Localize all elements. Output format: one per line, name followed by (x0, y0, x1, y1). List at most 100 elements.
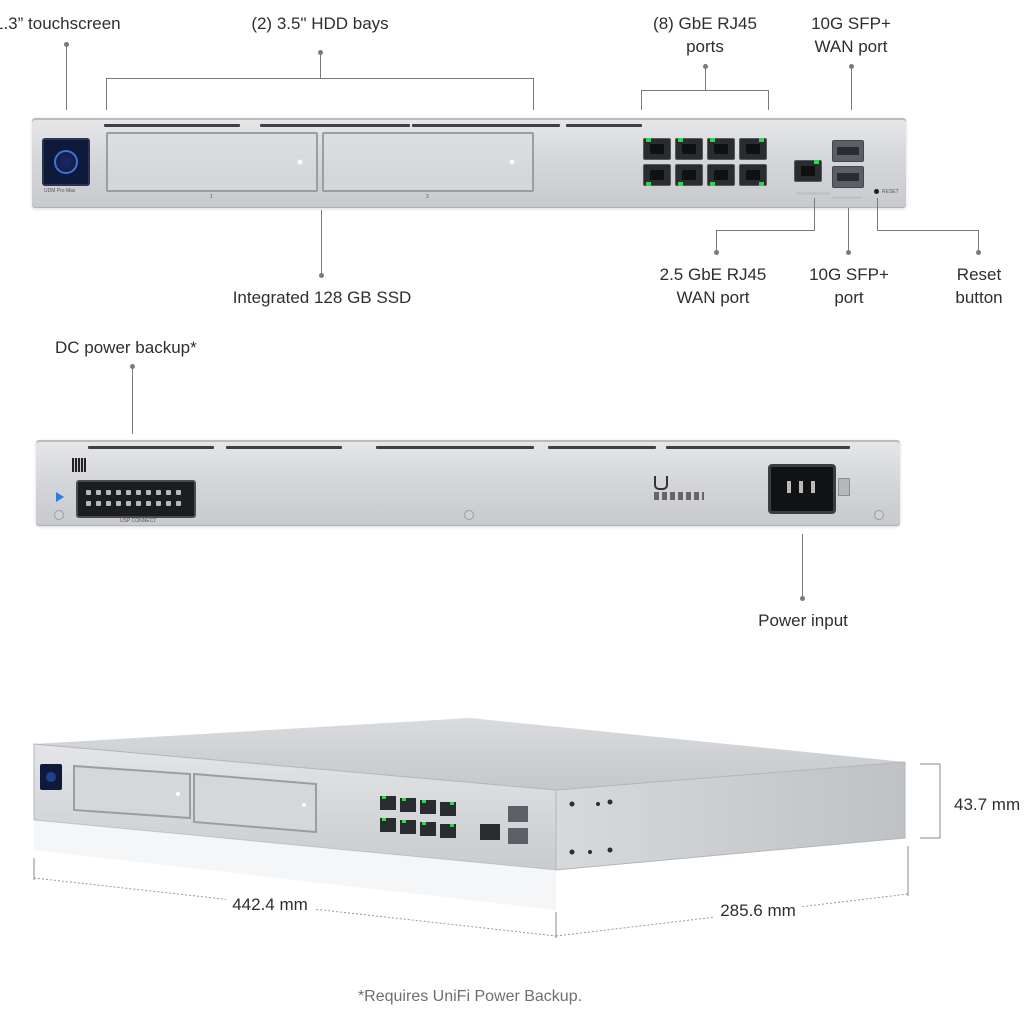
power-input-leader-dot (800, 596, 805, 601)
vent-slot (566, 124, 642, 127)
reset-label-line2: button (955, 288, 1003, 307)
sfp-port-leader-dot (846, 250, 851, 255)
socket-pin (811, 481, 815, 493)
reset-callout-label: Reset button (955, 263, 1002, 309)
gbe-ports-bracket-right (768, 90, 769, 110)
screw-icon (54, 510, 64, 520)
wan25-label: 2.5 GbE RJ45 WAN port (660, 263, 767, 309)
hdd-bays-leader (320, 52, 321, 78)
gbe-ports-label-line1: (8) GbE RJ45 (653, 14, 757, 33)
gbe-port-5[interactable] (707, 138, 735, 160)
sfp-wan-label-line2: WAN port (814, 37, 888, 56)
qr-code-icon (72, 458, 86, 472)
dc-power-connector[interactable] (76, 480, 196, 518)
wan25-leader-vert (814, 198, 815, 231)
vent-slot (104, 124, 240, 127)
wan-25gbe-port[interactable] (794, 160, 822, 182)
ssd-leader-dot (319, 273, 324, 278)
socket-pin (787, 481, 791, 493)
hdd-bays-bracket-left (106, 78, 107, 110)
hdd-bay-number: 2 (426, 194, 429, 200)
hdd-bays-bracket-right (533, 78, 534, 110)
gbe-port-2[interactable] (643, 164, 671, 186)
gbe-ports-leader (705, 66, 706, 90)
hdd-bay-led (510, 160, 514, 164)
sfp-port-label-line1: 10G SFP+ (809, 265, 889, 284)
sfp-wan-label-line1: 10G SFP+ (811, 14, 891, 33)
power-input-label: Power input (758, 611, 848, 630)
dc-power-label: DC power backup* (55, 338, 197, 357)
dc-power-leader (132, 366, 133, 434)
reset-leader-drop (978, 230, 979, 252)
gbe-port-7[interactable] (739, 138, 767, 160)
gbe-ports-bracket (641, 90, 769, 91)
reset-label: RESET (882, 189, 899, 195)
touchscreen-leader-dot (64, 42, 69, 47)
vent-slot (88, 446, 214, 449)
hdd-bays-bracket (106, 78, 534, 79)
wan25-leader-horiz (716, 230, 815, 231)
vent-slot (412, 124, 560, 127)
reset-button[interactable] (874, 189, 879, 194)
status-arrow-icon (56, 492, 64, 502)
reset-label-line1: Reset (956, 265, 1002, 284)
vent-slot (260, 124, 410, 127)
screw-icon (874, 510, 884, 520)
gbe-port-8[interactable] (739, 164, 767, 186)
sfp-port[interactable] (832, 166, 864, 188)
touchscreen-label: 1.3” touchscreen (0, 14, 121, 33)
depth-dimension-label: 285.6 mm (714, 899, 802, 922)
hdd-bay-led (298, 160, 302, 164)
port-label-strip (832, 196, 862, 199)
ssd-leader (321, 210, 322, 274)
power-clip-icon (838, 478, 850, 496)
touchscreen-ring-icon (54, 150, 78, 174)
gbe-port-6[interactable] (707, 164, 735, 186)
sfp-wan-leader (851, 66, 852, 110)
hdd-bay-1[interactable] (106, 132, 318, 192)
reset-leader-dot (976, 250, 981, 255)
touchscreen[interactable] (42, 138, 90, 186)
socket-pin (799, 481, 803, 493)
hdd-bays-label: (2) 3.5" HDD bays (251, 14, 389, 33)
wan25-label-line1: 2.5 GbE RJ45 (659, 265, 767, 284)
port-label-strip (796, 192, 830, 195)
wan25-leader-drop (716, 230, 717, 252)
screw-icon (464, 510, 474, 520)
ssd-label: Integrated 128 GB SSD (232, 288, 412, 307)
power-input-socket[interactable] (768, 464, 836, 514)
connector-label: USP CONNECT (120, 518, 157, 524)
model-label: UDM Pro Max (44, 188, 76, 194)
perspective-device-illustration (33, 718, 941, 938)
gbe-port-1[interactable] (643, 138, 671, 160)
wan25-label-line2: WAN port (676, 288, 750, 307)
front-panel-chassis: UDM Pro Max 1 2 RESET (32, 118, 906, 208)
gbe-port-4[interactable] (675, 164, 703, 186)
touchscreen-leader (66, 44, 67, 110)
certification-marks-icon (654, 492, 704, 500)
reset-leader-vert (877, 198, 878, 231)
vent-slot (548, 446, 656, 449)
sfp-wan-port[interactable] (832, 140, 864, 162)
power-input-leader (802, 534, 803, 598)
sfp-port-label: 10G SFP+ port (809, 263, 889, 309)
gbe-ports-label-line2: ports (686, 37, 724, 56)
gbe-ports-bracket-left (641, 90, 642, 110)
sfp-port-leader (848, 208, 849, 252)
hdd-bay-2[interactable] (322, 132, 534, 192)
vent-slot (226, 446, 342, 449)
width-dimension-label: 442.4 mm (226, 893, 314, 916)
gbe-port-3[interactable] (675, 138, 703, 160)
footnote: *Requires UniFi Power Backup. (357, 988, 583, 1005)
sfp-wan-label: 10G SFP+ WAN port (811, 12, 891, 58)
reset-leader-horiz (877, 230, 979, 231)
back-panel-chassis: USP CONNECT (36, 440, 900, 526)
vent-slot (666, 446, 850, 449)
wan25-leader-dot (714, 250, 719, 255)
sfp-port-label-line2: port (834, 288, 864, 307)
ubiquiti-logo-icon (654, 476, 668, 490)
height-dimension-label: 43.7 mm (954, 793, 1021, 816)
gbe-ports-label: (8) GbE RJ45 ports (653, 12, 757, 58)
vent-slot (376, 446, 534, 449)
hdd-bay-number: 1 (210, 194, 213, 200)
